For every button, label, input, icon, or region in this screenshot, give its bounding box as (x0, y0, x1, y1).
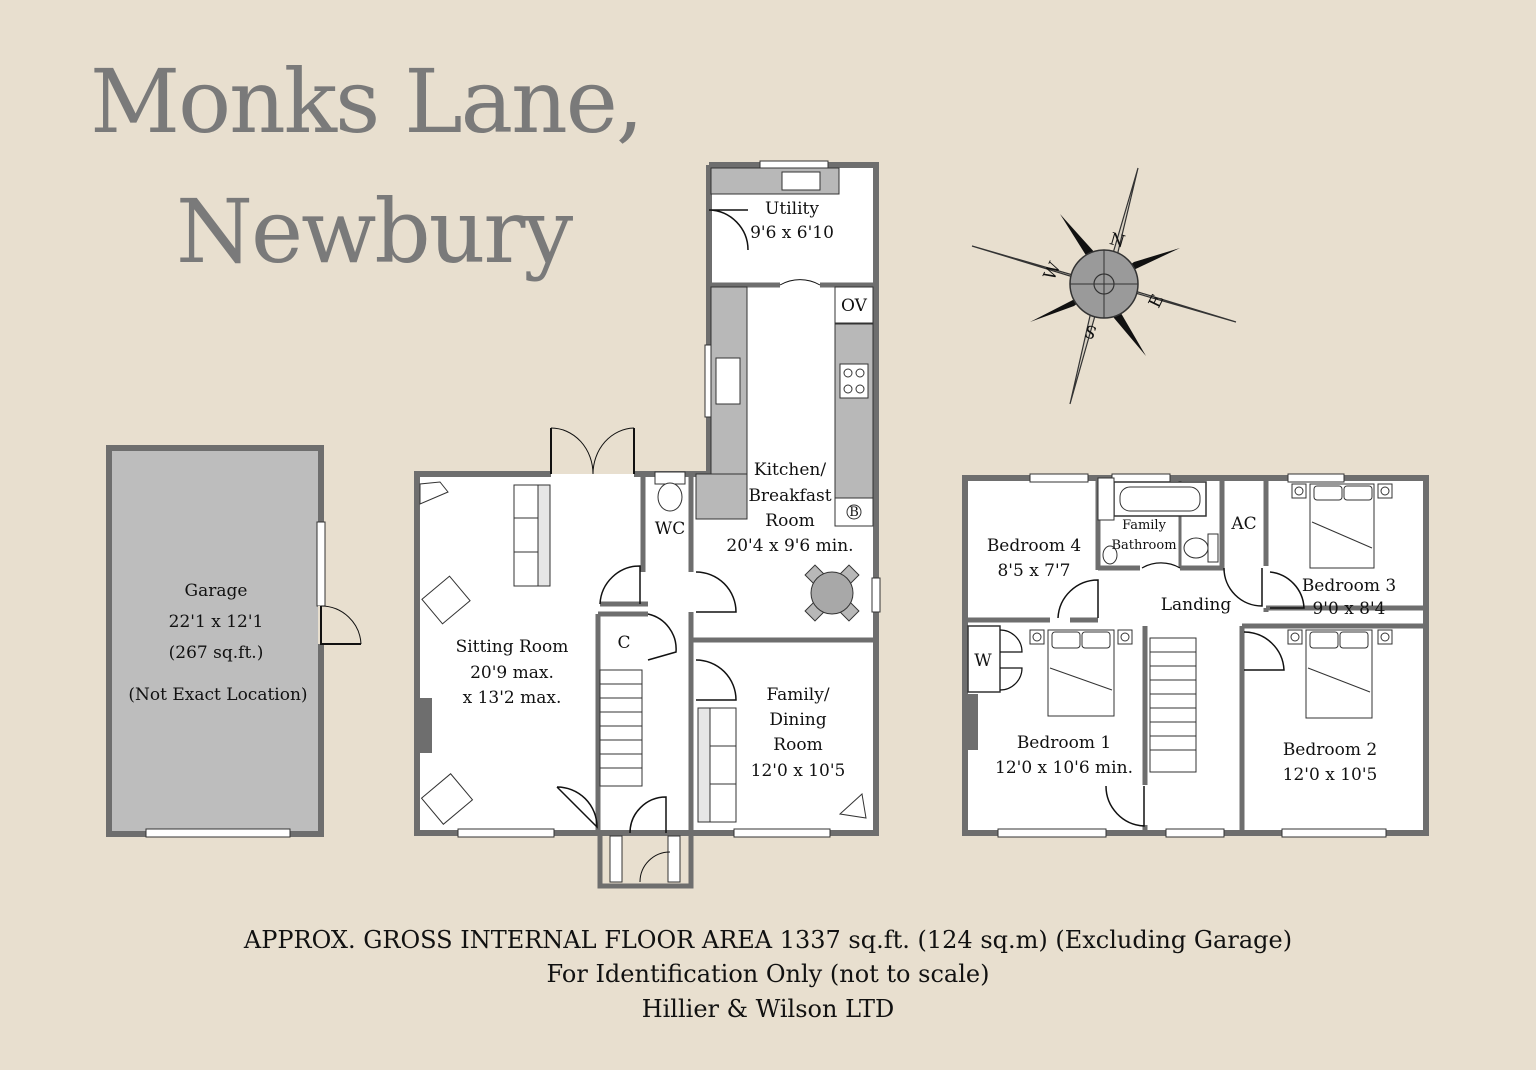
dining-room-furniture (697, 707, 867, 823)
landing-label: Landing (1161, 595, 1232, 615)
wardrobe-label: W (974, 651, 992, 671)
bedroom4-size: 8'5 x 7'7 (997, 561, 1070, 581)
stairs-ground (599, 669, 643, 787)
cupboard-label: C (617, 633, 630, 653)
family-dining-size: 12'0 x 10'5 (751, 761, 846, 781)
garage-outline (106, 445, 362, 838)
bedroom2-size: 12'0 x 10'5 (1283, 765, 1378, 785)
bedroom4-name: Bedroom 4 (987, 536, 1081, 556)
compass-rose-icon (971, 167, 1237, 405)
bedroom3-size: 9'0 x 8'4 (1312, 599, 1385, 619)
compass-n-label: N (1107, 229, 1127, 252)
dining-table-icon (804, 564, 860, 622)
kitchen-name-2: Breakfast (748, 486, 831, 506)
bathroom-fittings (1097, 477, 1219, 565)
utility-size: 9'6 x 6'10 (750, 223, 834, 243)
wc-label: WC (655, 519, 685, 539)
bathroom-name-1: Family (1122, 518, 1167, 533)
title-line-1: Monks Lane, (90, 50, 644, 153)
compass-w-label: W (1040, 259, 1066, 284)
kitchen-name-1: Kitchen/ (754, 460, 826, 480)
kitchen-size: 20'4 x 9'6 min. (726, 536, 853, 556)
bedroom3-name: Bedroom 3 (1302, 576, 1396, 596)
company-name: Hillier & Wilson LTD (641, 995, 895, 1023)
bed-icons (1029, 483, 1393, 719)
sitting-room-size-1: 20'9 max. (470, 663, 554, 683)
boiler-label: B (849, 505, 859, 520)
sitting-room-furniture (419, 481, 551, 825)
bedroom1-name: Bedroom 1 (1017, 733, 1111, 753)
airing-cupboard-label: AC (1230, 514, 1256, 534)
compass-e-label: E (1145, 291, 1168, 311)
wc-toilet-icon (654, 471, 686, 512)
sitting-room-size-2: x 13'2 max. (463, 688, 562, 708)
floor-area-note: APPROX. GROSS INTERNAL FLOOR AREA 1337 s… (243, 926, 1293, 954)
garage-note: (Not Exact Location) (128, 685, 307, 705)
garage-name: Garage (185, 581, 248, 601)
garage-area: (267 sq.ft.) (169, 643, 264, 663)
family-dining-name-3: Room (773, 735, 822, 755)
family-dining-name-2: Dining (769, 710, 826, 730)
identification-note: For Identification Only (not to scale) (546, 960, 990, 988)
oven-label: OV (841, 296, 868, 316)
title-line-2: Newbury (176, 180, 573, 283)
bathroom-name-2: Bathroom (1111, 538, 1176, 553)
garage-size: 22'1 x 12'1 (169, 612, 264, 632)
utility-name: Utility (765, 199, 819, 219)
compass-s-label: S (1082, 320, 1099, 342)
bedroom1-size: 12'0 x 10'6 min. (995, 758, 1133, 778)
stairs-first (1149, 637, 1197, 773)
family-dining-name-1: Family/ (766, 685, 829, 705)
kitchen-fittings (695, 167, 874, 527)
bedroom2-name: Bedroom 2 (1283, 740, 1377, 760)
kitchen-name-3: Room (765, 511, 814, 531)
sitting-room-name: Sitting Room (456, 637, 569, 657)
